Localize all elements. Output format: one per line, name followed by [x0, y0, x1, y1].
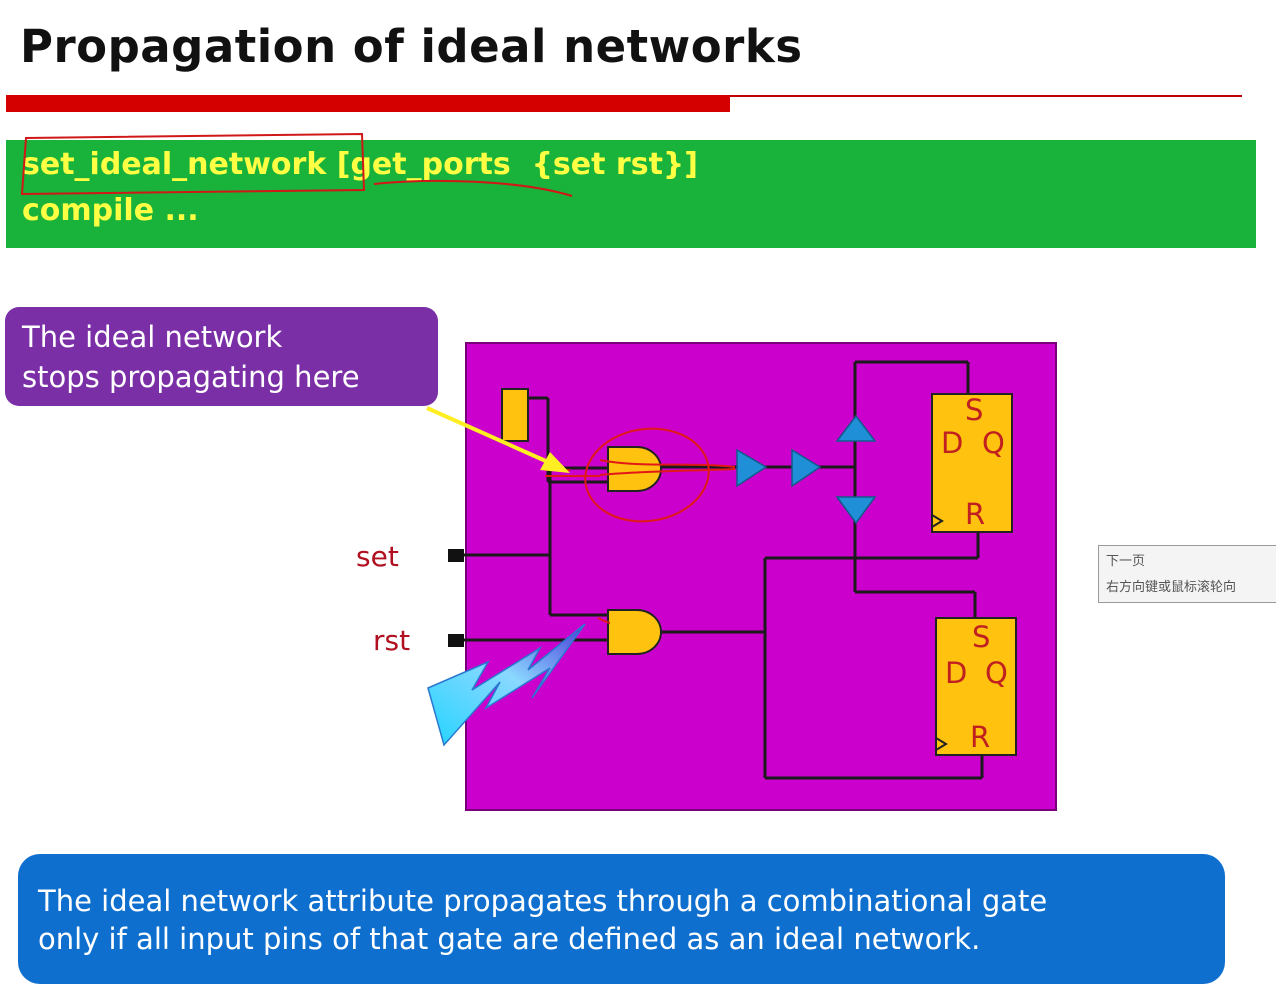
title-underline-bar — [6, 95, 730, 112]
buffer-1 — [736, 448, 768, 488]
and-gate-top — [607, 446, 662, 492]
flipflop-top: S D Q R — [931, 393, 1013, 533]
port-set-pin — [448, 549, 464, 562]
lightning-bolt-icon — [427, 623, 586, 747]
ff-top-s: S — [965, 393, 983, 427]
code-line-set-ideal-network: set_ideal_network [get_ports {set rst}] — [22, 147, 698, 182]
ff-top-r: R — [965, 497, 985, 531]
annotation-underline-ports — [373, 179, 573, 197]
port-rst-pin — [448, 634, 464, 647]
ff-bottom-s: S — [972, 620, 990, 654]
note-line-2: only if all input pins of that gate are … — [38, 922, 981, 956]
callout-box — [5, 307, 438, 406]
buffer-down — [835, 496, 877, 525]
ff-top-q: Q — [982, 426, 1005, 460]
note-line-1: The ideal network attribute propagates t… — [38, 884, 1048, 918]
buffer-up — [835, 414, 877, 442]
and-gate-bottom — [607, 609, 662, 655]
port-label-rst: rst — [373, 624, 411, 657]
port-label-set: set — [356, 540, 399, 573]
next-page-tooltip: 下一页 右方向键或鼠标滚轮向 — [1098, 545, 1276, 603]
buffer-2 — [791, 448, 822, 488]
callout-line-1: The ideal network — [22, 320, 283, 354]
note-box — [18, 854, 1225, 984]
flipflop-bottom: S D Q R — [935, 617, 1017, 756]
gold-block — [501, 388, 529, 442]
ff-bottom-r: R — [970, 720, 990, 754]
ff-bottom-d: D — [945, 656, 967, 690]
tooltip-line-1: 下一页 — [1106, 554, 1146, 569]
callout-line-2: stops propagating here — [22, 360, 360, 394]
ff-bottom-q: Q — [985, 656, 1008, 690]
ff-top-d: D — [941, 426, 963, 460]
callout-arrow — [426, 406, 570, 473]
annotation-box-command — [20, 132, 366, 196]
title-underline-line — [730, 95, 1242, 97]
slide-title: Propagation of ideal networks — [20, 20, 803, 73]
tooltip-line-2: 右方向键或鼠标滚轮向 — [1106, 580, 1237, 595]
code-line-compile: compile ... — [22, 193, 199, 228]
annotation-red-marks — [545, 427, 736, 624]
code-block — [6, 140, 1256, 248]
